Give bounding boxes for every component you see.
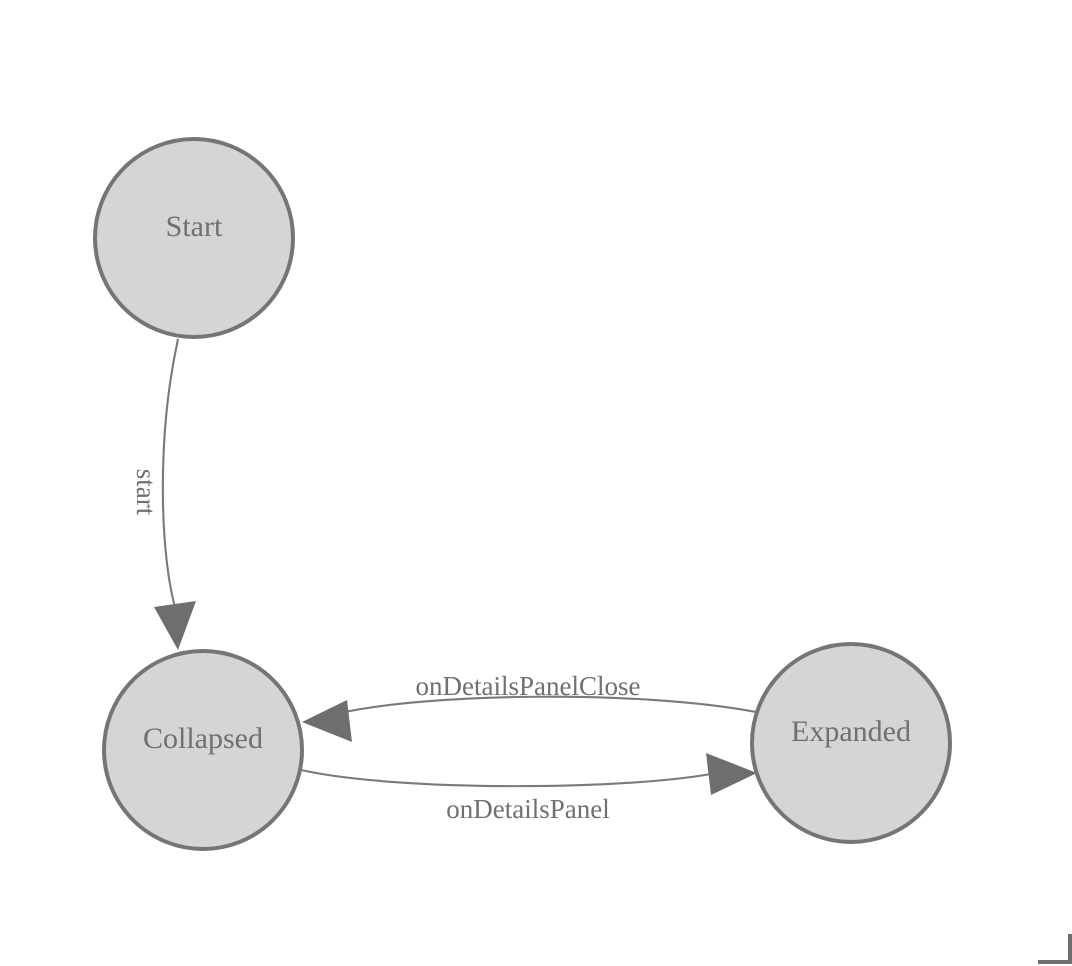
edge-path-start-to-collapsed	[161, 338, 180, 615]
arrowhead-into-collapsed-from-expanded	[302, 700, 352, 742]
node-collapsed-label: Collapsed	[143, 722, 263, 755]
node-collapsed-circle	[102, 649, 304, 851]
edge-label-ondetailspanelclose: onDetailsPanelClose	[416, 671, 641, 701]
corner-frame-horizontal-line	[1038, 960, 1072, 964]
corner-frame-vertical-line	[1068, 934, 1072, 964]
edge-label-start: start	[131, 469, 161, 516]
node-expanded[interactable]: Expanded	[750, 642, 952, 844]
edge-start-to-collapsed[interactable]: start	[131, 338, 196, 650]
edge-expanded-to-collapsed[interactable]: onDetailsPanelClose	[302, 671, 757, 742]
node-start-circle	[93, 137, 295, 339]
node-collapsed[interactable]: Collapsed	[102, 649, 304, 851]
node-start[interactable]: Start	[93, 137, 295, 339]
edge-label-ondetailspanel: onDetailsPanel	[446, 794, 609, 824]
node-expanded-circle	[750, 642, 952, 844]
arrowhead-into-expanded-from-collapsed	[706, 753, 757, 795]
edge-path-collapsed-to-expanded	[300, 768, 717, 788]
node-start-label: Start	[166, 210, 223, 243]
edge-collapsed-to-expanded[interactable]: onDetailsPanel	[300, 753, 757, 824]
corner-frame-marker	[1038, 934, 1072, 964]
edge-path-expanded-to-collapsed	[339, 695, 757, 715]
arrowhead-into-collapsed-from-start	[154, 601, 196, 650]
node-expanded-label: Expanded	[791, 715, 911, 748]
